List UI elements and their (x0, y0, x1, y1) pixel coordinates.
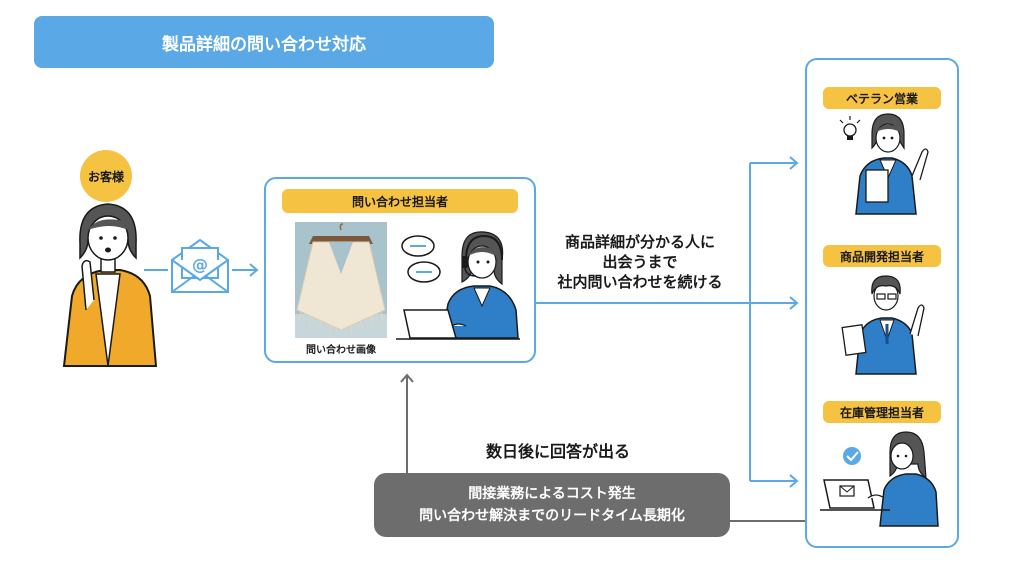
veteran-sales-label: ベテラン営業 (823, 87, 941, 109)
mail-icon: @ (171, 238, 229, 293)
operator-illustration (396, 231, 520, 340)
cost-issue-box: 間接業務によるコスト発生 問い合わせ解決までのリードタイム長期化 (374, 473, 730, 537)
inquiry-staff-label: 問い合わせ担当者 (282, 189, 518, 213)
inventory-mgmt-illustration (820, 431, 939, 527)
internal-inquiry-text: 商品詳細が分かる人に 出会うまで 社内問い合わせを続ける (540, 232, 740, 292)
internal-inquiry-line-2: 出会うまで (602, 253, 678, 271)
product-dev-label: 商品開発担当者 (823, 245, 941, 267)
answer-delay-text: 数日後に回答が出る (485, 442, 630, 461)
cost-issue-line-1: 間接業務によるコスト発生 (468, 486, 636, 502)
internal-inquiry-line-1: 商品詳細が分かる人に (564, 233, 715, 251)
inventory-mgmt-label: 在庫管理担当者 (823, 401, 941, 423)
cost-issue-line-2: 問い合わせ解決までのリードタイム長期化 (419, 508, 685, 524)
product-dev-illustration (841, 275, 925, 375)
customer-badge: お客様 (80, 150, 132, 202)
page-title: 製品詳細の問い合わせ対応 (34, 16, 494, 68)
veteran-sales-illustration (839, 113, 929, 215)
svg-text:@: @ (192, 255, 208, 274)
inquiry-image-caption: 問い合わせ画像 (306, 345, 376, 356)
customer-illustration (62, 203, 158, 367)
inquiry-image (295, 222, 387, 338)
internal-inquiry-line-3: 社内問い合わせを続ける (557, 273, 723, 291)
